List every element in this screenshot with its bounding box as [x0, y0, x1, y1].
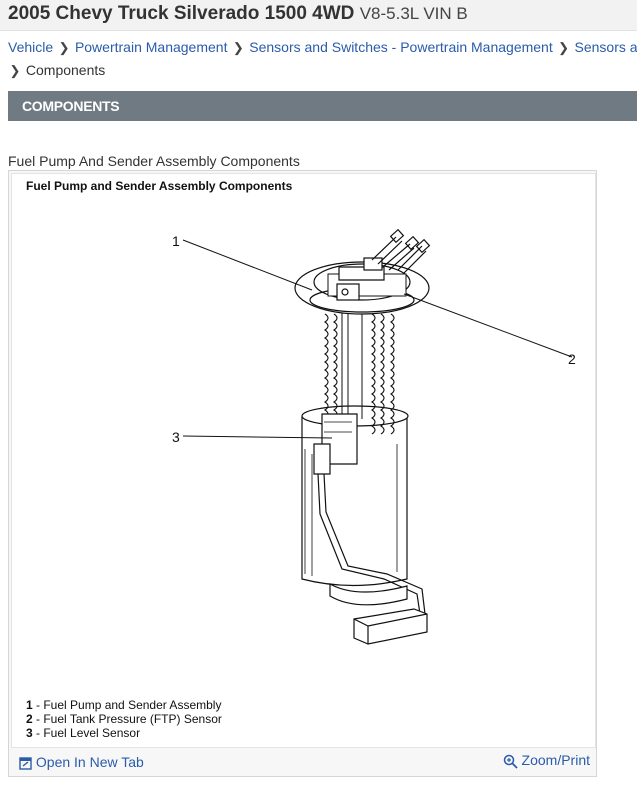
breadcrumb-powertrain-management[interactable]: Powertrain Management: [74, 39, 228, 55]
section-header: COMPONENTS: [8, 91, 637, 121]
title-bar: 2005 Chevy Truck Silverado 1500 4WD V8-5…: [0, 0, 637, 31]
legend-text: - Fuel Pump and Sender Assembly: [32, 698, 222, 712]
figure-caption: Fuel Pump And Sender Assembly Components: [8, 153, 300, 169]
figure-image[interactable]: Fuel Pump and Sender Assembly Components: [11, 173, 596, 748]
legend-item: 3 - Fuel Level Sensor: [26, 726, 222, 740]
breadcrumb-sensors-switches-2[interactable]: Sensors and Switches - Powertrain Manage…: [574, 39, 637, 55]
legend-item: 2 - Fuel Tank Pressure (FTP) Sensor: [26, 712, 222, 726]
open-in-new-tab-icon: [19, 757, 32, 770]
open-in-new-tab-label: Open In New Tab: [35, 754, 144, 770]
breadcrumb: Vehicle ❯ Powertrain Management ❯ Sensor…: [8, 36, 637, 82]
breadcrumb-line-2: ❯ Components: [8, 59, 637, 82]
breadcrumb-line-1: Vehicle ❯ Powertrain Management ❯ Sensor…: [8, 36, 637, 59]
figure-title: Fuel Pump and Sender Assembly Components: [26, 179, 293, 193]
legend-item: 1 - Fuel Pump and Sender Assembly: [26, 698, 222, 712]
figure-panel: Fuel Pump and Sender Assembly Components: [8, 170, 597, 777]
chevron-right-icon: ❯: [58, 40, 70, 55]
vehicle-engine: V8-5.3L VIN B: [359, 4, 468, 23]
chevron-right-icon: ❯: [232, 40, 244, 55]
zoom-print-label: Zoom/Print: [521, 752, 590, 768]
zoom-icon: [503, 754, 518, 769]
chevron-right-icon: ❯: [9, 63, 21, 78]
figure-footer: Open In New Tab Zoom/Print: [9, 749, 596, 776]
legend-text: - Fuel Level Sensor: [32, 726, 141, 740]
callout-1: 1: [172, 233, 180, 249]
legend-number: 3: [26, 726, 33, 740]
figure-legend: 1 - Fuel Pump and Sender Assembly 2 - Fu…: [26, 698, 222, 740]
legend-number: 2: [26, 712, 33, 726]
callout-3: 3: [172, 429, 180, 445]
callout-2: 2: [568, 351, 576, 367]
legend-text: - Fuel Tank Pressure (FTP) Sensor: [32, 712, 222, 726]
open-in-new-tab-link[interactable]: Open In New Tab: [19, 754, 144, 770]
zoom-print-link[interactable]: Zoom/Print: [503, 752, 590, 769]
fuel-pump-diagram: 1 2 3: [172, 228, 576, 645]
breadcrumb-vehicle[interactable]: Vehicle: [8, 39, 54, 55]
breadcrumb-current: Components: [25, 62, 106, 78]
vehicle-name: 2005 Chevy Truck Silverado 1500 4WD: [8, 3, 355, 24]
section-title: COMPONENTS: [22, 98, 120, 114]
breadcrumb-sensors-switches[interactable]: Sensors and Switches - Powertrain Manage…: [249, 39, 553, 55]
vehicle-title: 2005 Chevy Truck Silverado 1500 4WD V8-5…: [8, 3, 468, 25]
legend-number: 1: [26, 698, 33, 712]
chevron-right-icon: ❯: [558, 40, 570, 55]
